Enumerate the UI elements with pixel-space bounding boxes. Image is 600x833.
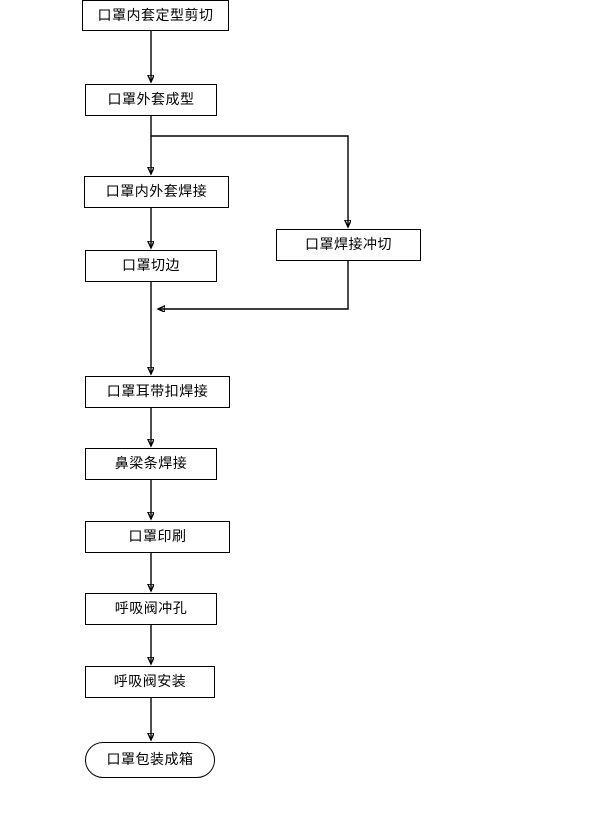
process-node-inner-shell-trim[interactable]: 口罩内套定型剪切 <box>82 0 229 31</box>
process-node-earloop-welding[interactable]: 口罩耳带扣焊接 <box>85 376 230 408</box>
process-node-valve-installation[interactable]: 呼吸阀安装 <box>85 666 215 698</box>
process-node-printing[interactable]: 口罩印刷 <box>85 521 230 553</box>
process-node-shell-welding[interactable]: 口罩内外套焊接 <box>84 176 229 208</box>
terminator-node-packaging[interactable]: 口罩包装成箱 <box>85 742 215 778</box>
process-node-valve-punching[interactable]: 呼吸阀冲孔 <box>85 593 217 625</box>
process-node-outer-shell-forming[interactable]: 口罩外套成型 <box>85 84 217 116</box>
process-node-edge-cutting[interactable]: 口罩切边 <box>85 250 217 282</box>
process-node-weld-punching[interactable]: 口罩焊接冲切 <box>276 229 421 261</box>
process-node-nosebridge-welding[interactable]: 鼻梁条焊接 <box>85 448 217 480</box>
